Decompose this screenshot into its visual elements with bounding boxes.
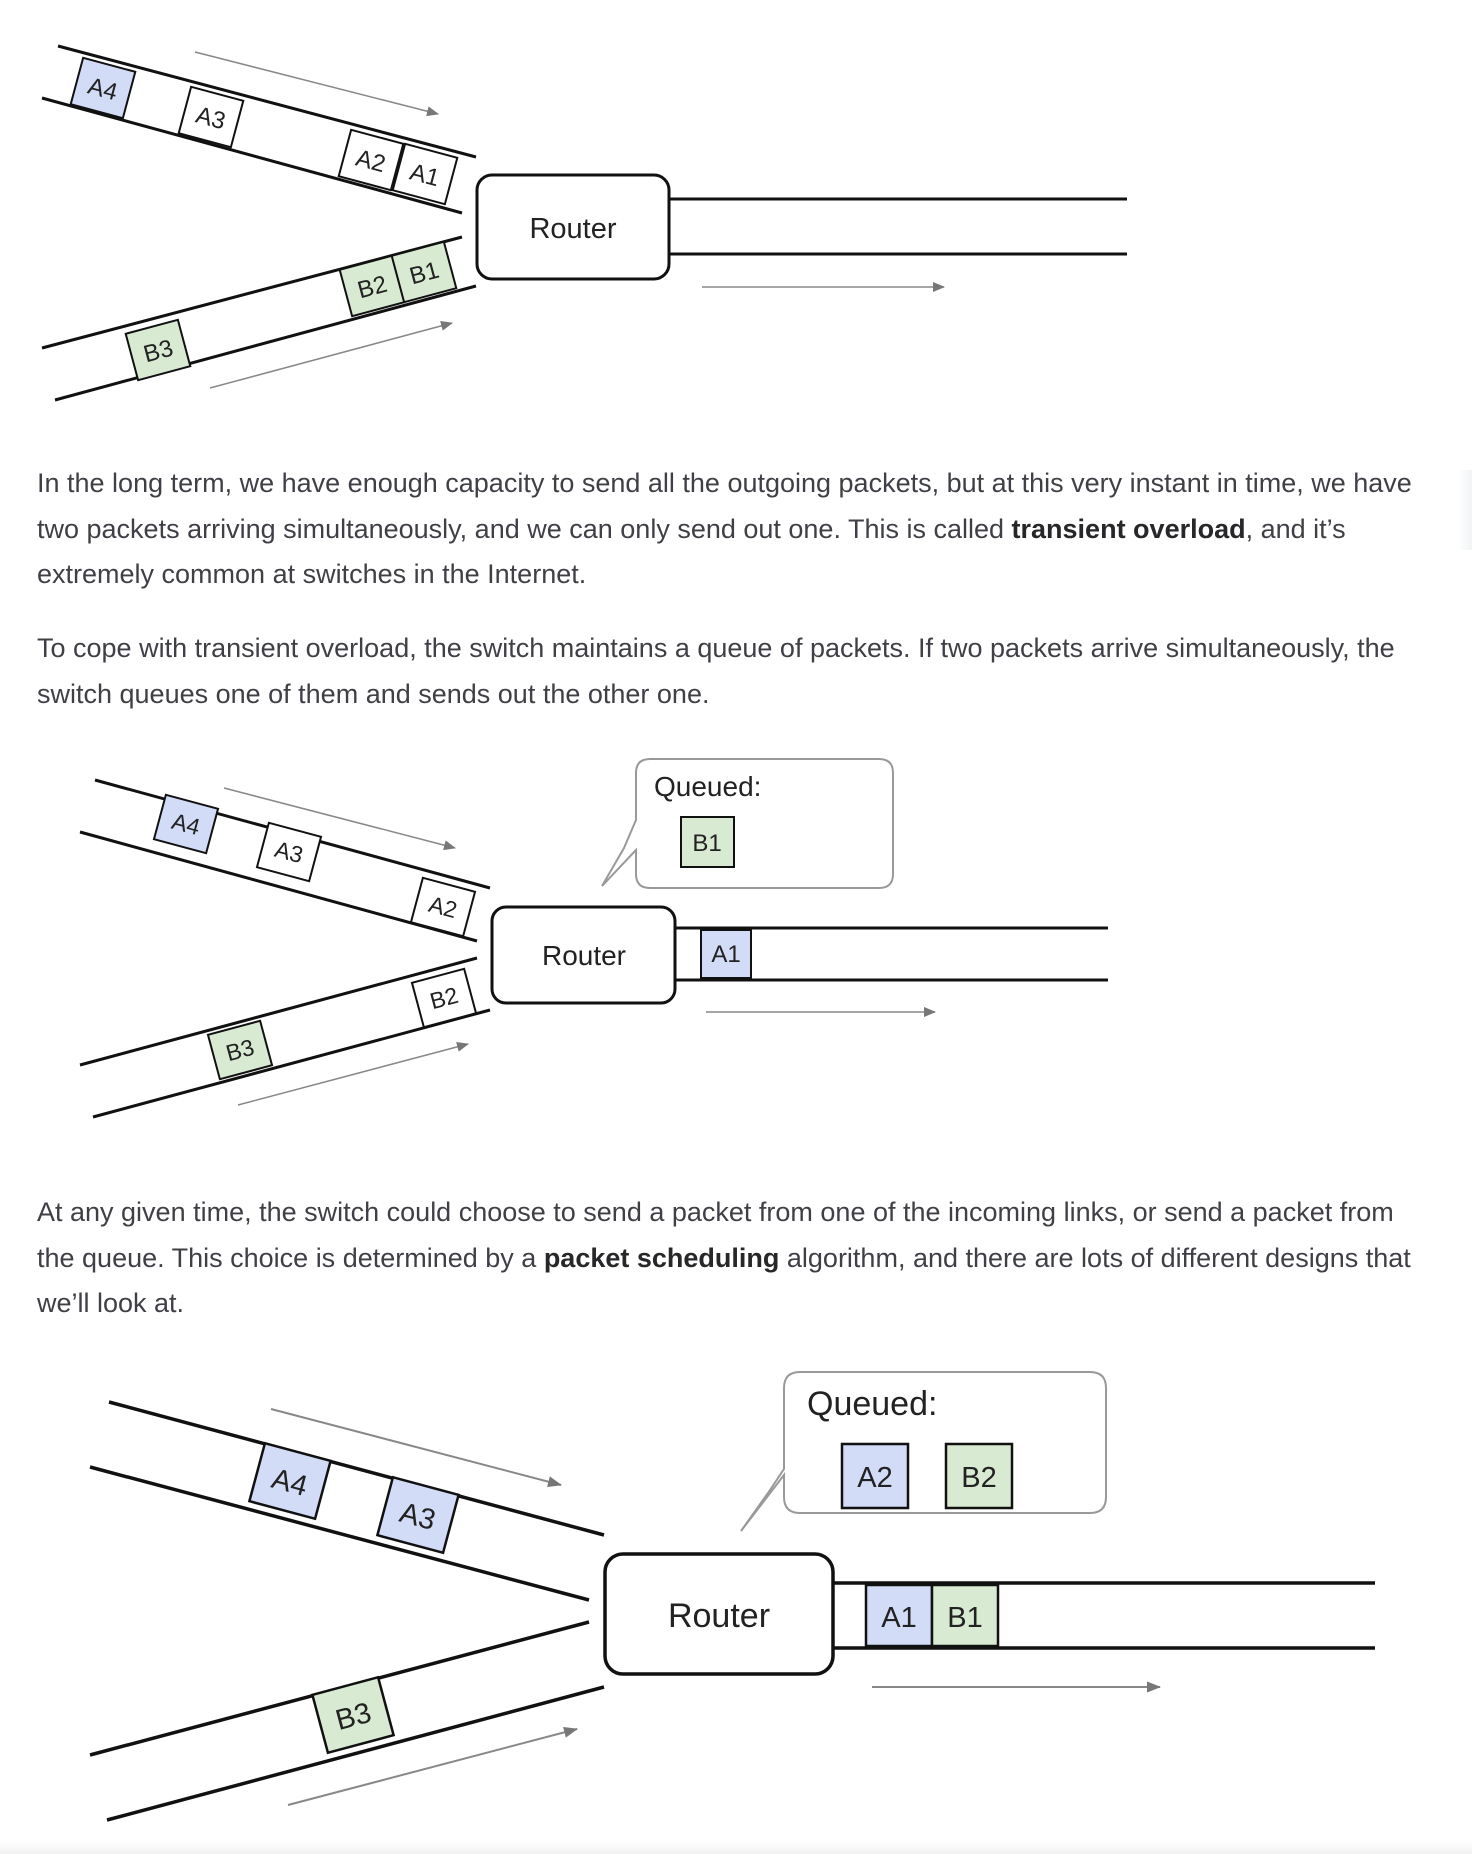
outgoing-link: A1 bbox=[675, 926, 1108, 1017]
packet-b2: B2 bbox=[338, 254, 406, 318]
top-link-arrow bbox=[194, 51, 439, 117]
queued-packet-b2: B2 bbox=[944, 1442, 1014, 1510]
bottom-link-packets: B3 bbox=[310, 1675, 396, 1755]
svg-text:A1: A1 bbox=[881, 1602, 916, 1634]
router: Router bbox=[490, 905, 677, 1005]
diagram-2: Queued: B1 A4 A3 A2 bbox=[0, 740, 1472, 1140]
queue-bubble: Queued: A2 B2 bbox=[740, 1371, 1107, 1532]
packet-b1: B1 bbox=[390, 240, 458, 304]
queued-packet-a2: A2 bbox=[840, 1442, 910, 1510]
bottom-link-arrow bbox=[209, 321, 453, 389]
top-incoming-link bbox=[89, 1400, 605, 1602]
top-link-packets: A4 A3 A2 A1 bbox=[69, 56, 459, 206]
queued-packet-b1: B1 bbox=[680, 816, 735, 868]
outgoing-link: A1 B1 bbox=[833, 1581, 1375, 1693]
router: Router bbox=[603, 1552, 835, 1676]
router-label: Router bbox=[529, 213, 616, 245]
top-incoming-link bbox=[41, 44, 477, 215]
paragraph-transient-overload: In the long term, we have enough capacit… bbox=[37, 468, 1412, 589]
bottom-link-packets: B3 B2 bbox=[206, 967, 478, 1081]
packet-a3: A3 bbox=[255, 821, 323, 883]
paragraph-queue: To cope with transient overload, the swi… bbox=[37, 633, 1395, 709]
outgoing-packet-b1: B1 bbox=[930, 1583, 1000, 1648]
svg-text:B1: B1 bbox=[692, 830, 721, 857]
packet-a1: A1 bbox=[391, 142, 459, 206]
term-packet-scheduling: packet scheduling bbox=[543, 1242, 780, 1273]
queue-bubble: Queued: B1 bbox=[601, 758, 894, 889]
term-transient-overload: transient overload bbox=[1011, 513, 1246, 544]
outgoing-packet-a1: A1 bbox=[864, 1583, 934, 1648]
router-label: Router bbox=[668, 1597, 770, 1635]
packet-a2: A2 bbox=[337, 128, 405, 192]
bottom-link-packets: B3 B2 B1 bbox=[124, 240, 458, 382]
outgoing-packet-a1: A1 bbox=[700, 929, 752, 979]
bottom-link-arrow bbox=[237, 1041, 469, 1106]
svg-text:B1: B1 bbox=[947, 1602, 982, 1634]
outgoing-link bbox=[669, 197, 1127, 292]
packet-a2: A2 bbox=[409, 876, 477, 938]
router-label: Router bbox=[542, 940, 626, 971]
packet-b2: B2 bbox=[410, 967, 478, 1029]
svg-text:A2: A2 bbox=[857, 1462, 892, 1494]
paragraph-packet-scheduling: At any given time, the switch could choo… bbox=[37, 1197, 1411, 1318]
packet-a3: A3 bbox=[177, 85, 245, 149]
packet-a4: A4 bbox=[69, 56, 137, 120]
packet-b3: B3 bbox=[206, 1019, 274, 1081]
packet-b3: B3 bbox=[124, 318, 192, 382]
svg-text:A1: A1 bbox=[711, 941, 740, 968]
top-link-packets: A4 A3 bbox=[247, 1441, 461, 1555]
packet-b3: B3 bbox=[310, 1675, 396, 1755]
scrollbar-edge bbox=[1458, 470, 1472, 550]
bottom-edge bbox=[0, 1840, 1472, 1854]
packet-a3: A3 bbox=[375, 1475, 461, 1555]
top-link-packets: A4 A3 A2 bbox=[152, 793, 477, 938]
packet-a4: A4 bbox=[152, 793, 220, 855]
top-link-arrow bbox=[270, 1408, 562, 1488]
diagram-3: Queued: A2 B2 A4 A3 bbox=[0, 1355, 1472, 1854]
bottom-link-arrow bbox=[287, 1726, 578, 1806]
queue-label: Queued: bbox=[807, 1385, 937, 1423]
diagram-1: A4 A3 A2 A1 B3 bbox=[0, 0, 1472, 420]
packet-a4: A4 bbox=[247, 1441, 333, 1521]
queue-label: Queued: bbox=[654, 771, 761, 802]
router: Router bbox=[475, 173, 671, 281]
top-link-arrow bbox=[223, 787, 456, 851]
svg-text:B2: B2 bbox=[961, 1462, 996, 1494]
